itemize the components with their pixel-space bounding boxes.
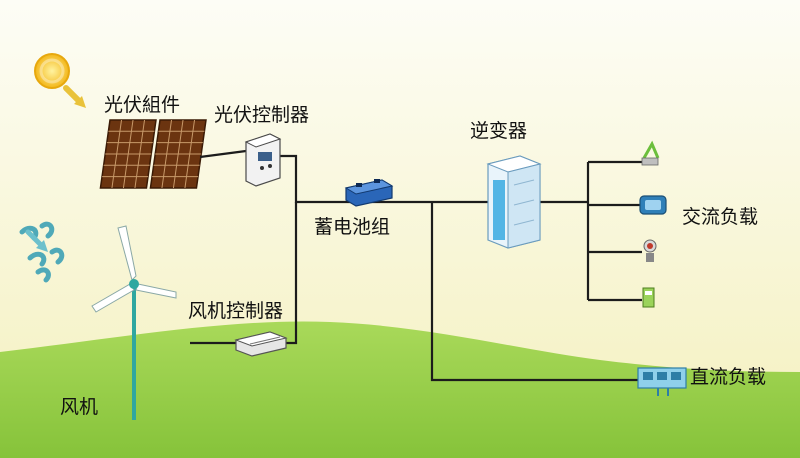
dc-load-label: 直流负载 [690, 366, 767, 388]
ac-device-icon [642, 287, 655, 308]
pv-module-label: 光伏組件 [104, 94, 181, 116]
sunlight-arrow-icon [63, 85, 86, 108]
wind-arrow-icon [25, 229, 48, 252]
battery-bank-label: 蓄电池组 [314, 216, 391, 238]
battery-icon [344, 179, 394, 207]
wind-controller-label: 风机控制器 [188, 300, 284, 322]
wind-turbine-icon [91, 225, 177, 420]
dc-device-icon [637, 367, 687, 396]
inverter-label: 逆变器 [470, 120, 528, 142]
ac-load-label: 交流负载 [682, 206, 759, 228]
wind-turbine-label: 风机 [60, 396, 99, 418]
controller-box-icon [244, 133, 282, 187]
solar-panel-icon [99, 119, 207, 189]
ac-device-icon [643, 239, 657, 262]
ac-device-icon [641, 140, 660, 166]
inverter-cabinet-icon [486, 155, 542, 249]
ground-hill [0, 321, 800, 458]
controller-box-icon [234, 331, 288, 357]
sun-icon [34, 53, 70, 89]
ac-device-icon [639, 195, 667, 215]
pv-controller-label: 光伏控制器 [214, 104, 310, 126]
